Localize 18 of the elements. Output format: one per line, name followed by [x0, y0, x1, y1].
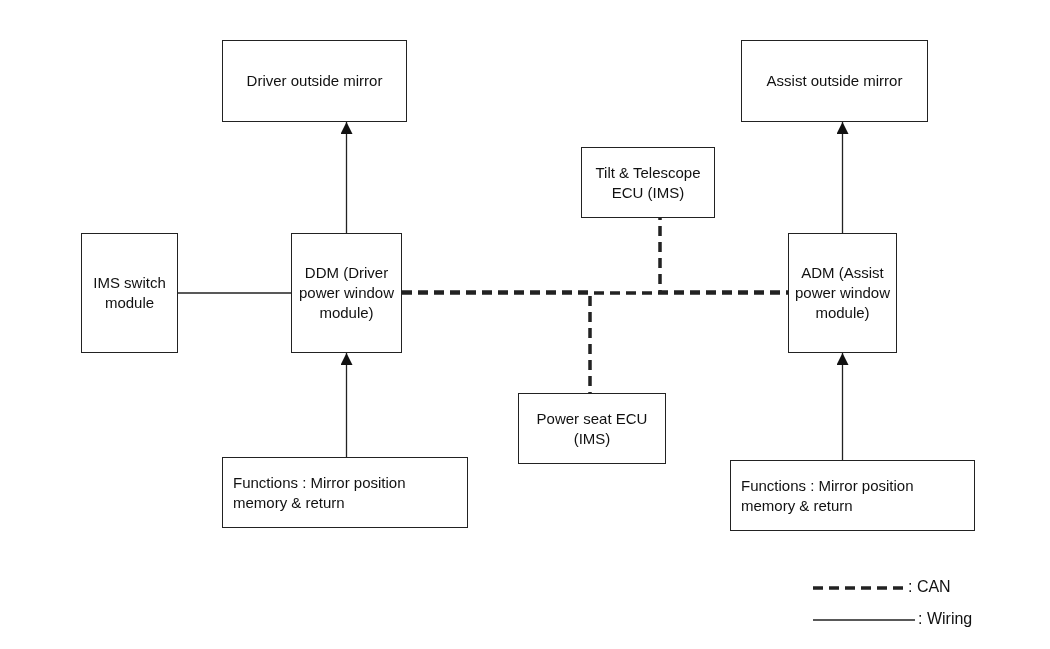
ecu-box: Tilt & Telescope ECU (IMS) — [581, 147, 715, 218]
module-box: IMS switch module — [81, 233, 178, 353]
ecu-box: Power seat ECU (IMS) — [518, 393, 666, 464]
can-bus-line — [658, 218, 788, 294]
legend-label: : Wiring — [918, 610, 973, 628]
module-box: ADM (Assist power window module) — [788, 233, 897, 353]
arrow — [340, 352, 353, 458]
arrow — [340, 121, 353, 234]
can-bus-line — [402, 291, 788, 295]
function-box: Functions : Mirror position memory & return — [730, 460, 975, 531]
wire-line — [177, 292, 292, 294]
function-box: Functions : Mirror position memory & return — [222, 457, 468, 528]
arrow — [836, 121, 849, 234]
component-box: Assist outside mirror — [741, 40, 928, 122]
legend-label: : CAN — [908, 578, 951, 596]
module-box: DDM (Driver power window module) — [291, 233, 402, 353]
component-box: Driver outside mirror — [222, 40, 407, 122]
arrow — [836, 352, 849, 461]
